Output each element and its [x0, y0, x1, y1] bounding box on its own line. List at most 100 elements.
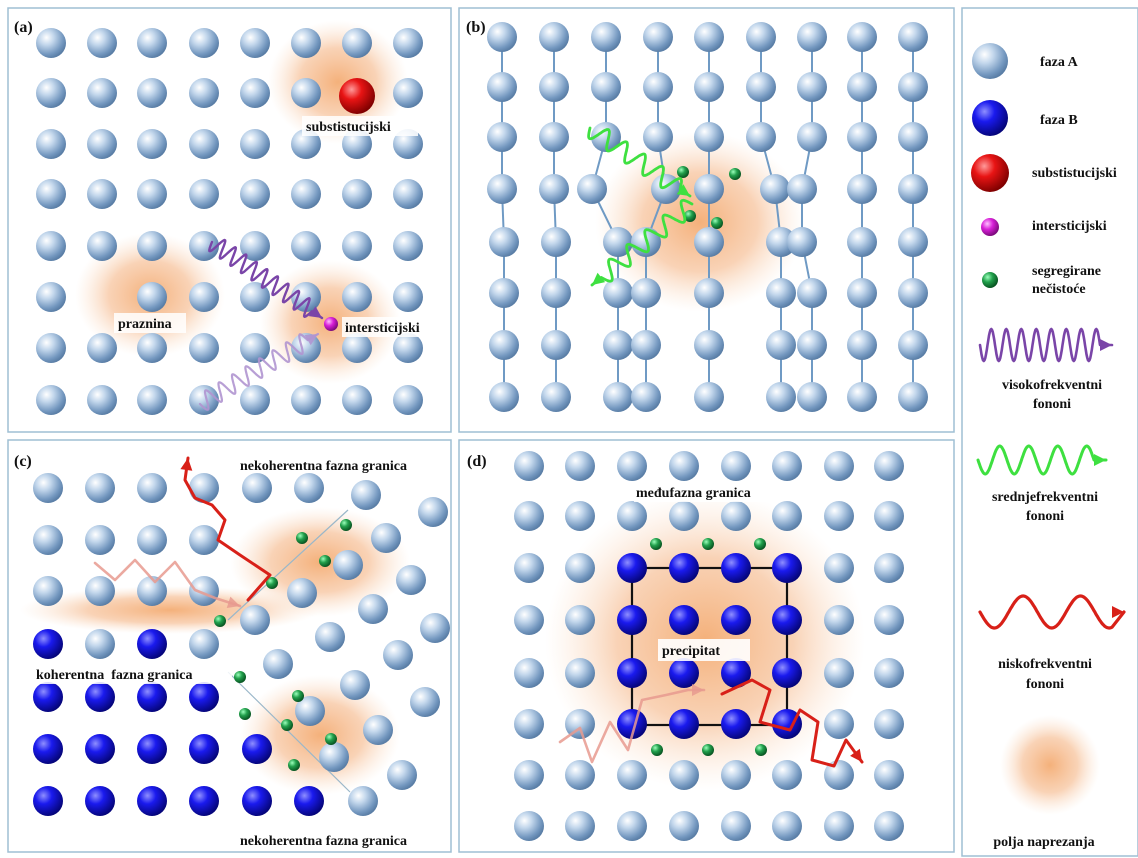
phase-a-atom — [721, 811, 751, 841]
phase-b-atom — [242, 786, 272, 816]
phase-b-atom — [669, 605, 699, 635]
legend-phase-a-label: faza A — [1040, 55, 1079, 70]
phase-a-atom — [393, 282, 423, 312]
phase-a-atom — [36, 333, 66, 363]
phase-a-atom — [242, 473, 272, 503]
phase-a-atom — [342, 333, 372, 363]
phase-a-atom — [33, 525, 63, 555]
phase-b-atom — [617, 658, 647, 688]
phase-b-atom — [137, 734, 167, 764]
phase-a-atom — [33, 576, 63, 606]
phase-a-atom — [874, 605, 904, 635]
phase-a-atom — [33, 473, 63, 503]
phase-a-atom — [85, 525, 115, 555]
phase-a-atom — [631, 330, 661, 360]
phase-a-atom — [348, 786, 378, 816]
phase-b-atom — [137, 629, 167, 659]
phase-a-atom — [514, 501, 544, 531]
phase-a-atom — [541, 330, 571, 360]
phase-a-atom — [617, 451, 647, 481]
phase-a-atom — [898, 122, 928, 152]
legend-mid-frequency-wave — [978, 446, 1106, 474]
segregated-impurity — [711, 217, 723, 229]
phase-a-atom — [847, 22, 877, 52]
phase-a-atom — [240, 78, 270, 108]
substitutional-label: substistucijski — [306, 120, 391, 135]
segregated-impurity — [340, 519, 352, 531]
phase-a-atom — [694, 382, 724, 412]
phase-a-atom — [787, 227, 817, 257]
phase-a-atom — [797, 122, 827, 152]
phase-a-atom — [342, 282, 372, 312]
phase-a-atom — [847, 122, 877, 152]
phase-a-atom — [137, 28, 167, 58]
legend-strain-field-label: polja naprezanja — [993, 835, 1094, 850]
incoherent-boundary-bottom-label: nekoherentna fazna granica — [240, 834, 407, 849]
phase-a-atom — [898, 72, 928, 102]
phase-a-atom — [342, 28, 372, 58]
phase-a-atom — [287, 578, 317, 608]
phase-a-atom — [824, 605, 854, 635]
phase-a-atom — [669, 451, 699, 481]
phase-a-atom — [772, 451, 802, 481]
phase-a-atom — [847, 278, 877, 308]
phase-a-atom — [617, 811, 647, 841]
phase-a-atom — [240, 333, 270, 363]
phase-a-atom — [36, 129, 66, 159]
phase-a-atom — [898, 330, 928, 360]
phase-a-atom — [541, 382, 571, 412]
phase-a-atom — [603, 382, 633, 412]
phase-a-atom — [36, 28, 66, 58]
phase-a-atom — [746, 72, 776, 102]
phase-a-atom — [189, 629, 219, 659]
phase-a-atom — [577, 174, 607, 204]
phase-a-atom — [240, 385, 270, 415]
phase-a-atom — [772, 811, 802, 841]
phase-a-atom — [721, 760, 751, 790]
phase-a-atom — [487, 174, 517, 204]
phase-a-atom — [797, 22, 827, 52]
legend-low-frequency-wave — [980, 596, 1124, 628]
phase-a-atom — [137, 282, 167, 312]
phase-a-atom — [539, 174, 569, 204]
phase-a-atom — [87, 129, 117, 159]
phase-b-atom — [669, 658, 699, 688]
phase-a-atom — [291, 179, 321, 209]
phase-a-atom — [240, 129, 270, 159]
phase-a-atom — [85, 473, 115, 503]
phase-a-atom — [514, 553, 544, 583]
phase-a-atom — [291, 231, 321, 261]
legend-low-freq-label-1: niskofrekventni — [998, 657, 1092, 672]
phase-a-atom — [137, 333, 167, 363]
phase-a-atom — [36, 78, 66, 108]
phase-a-atom — [772, 760, 802, 790]
substitutional-atom — [339, 78, 375, 114]
phase-a-atom — [137, 385, 167, 415]
segregated-impurity — [234, 671, 246, 683]
phase-a-atom — [591, 72, 621, 102]
phase-a-atom — [240, 28, 270, 58]
panel-c-tag: (c) — [14, 453, 32, 470]
phase-a-atom — [87, 231, 117, 261]
phase-a-atom — [539, 122, 569, 152]
phase-a-atom — [363, 715, 393, 745]
legend-interstitial-label: intersticijski — [1032, 219, 1107, 234]
phase-a-atom — [291, 78, 321, 108]
segregated-impurity — [325, 733, 337, 745]
vacancy-label: praznina — [118, 317, 172, 332]
phase-a-atom — [487, 72, 517, 102]
phase-a-atom — [603, 330, 633, 360]
phase-a-atom — [189, 525, 219, 555]
phase-b-atom — [189, 682, 219, 712]
phase-a-atom — [797, 278, 827, 308]
panel-a-tag: (a) — [14, 19, 33, 36]
phase-a-atom — [766, 382, 796, 412]
phase-a-atom — [847, 72, 877, 102]
panel-b-tag: (b) — [466, 19, 486, 36]
phase-a-atom — [514, 811, 544, 841]
legend-substitutional-label: substistucijski — [1032, 166, 1117, 181]
phase-a-atom — [797, 72, 827, 102]
phase-a-atom — [137, 231, 167, 261]
phase-a-atom — [847, 174, 877, 204]
